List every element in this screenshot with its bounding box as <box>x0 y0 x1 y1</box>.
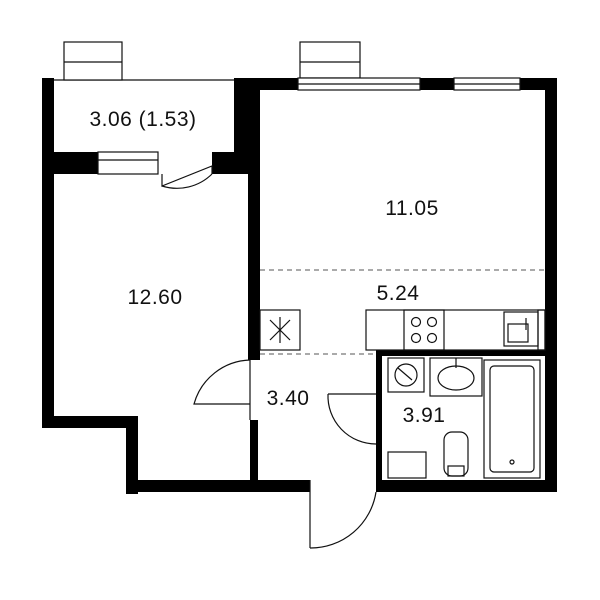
wall-balcony-left <box>42 78 54 174</box>
bath-cabinet <box>387 451 427 479</box>
room-label-living: 11.05 <box>385 197 439 220</box>
room-label-hall: 3.40 <box>267 387 310 410</box>
wall-balcony-bottom-right <box>212 152 260 174</box>
wall-top-c <box>520 78 557 90</box>
walls <box>42 78 557 494</box>
zone-dividers <box>260 269 545 355</box>
room-label-bathroom: 3.91 <box>403 404 446 427</box>
toilet-icon <box>443 431 469 477</box>
stove-icon <box>403 309 445 351</box>
door-swing-icon <box>161 165 377 549</box>
fan-icon <box>259 309 301 351</box>
room-label-balcony: 3.06 (1.53) <box>89 108 196 131</box>
sink-icon <box>503 311 539 347</box>
wall-bath-left <box>376 350 382 480</box>
wall-bath-top <box>376 350 545 356</box>
bathtub-icon <box>483 359 541 479</box>
wall-step <box>126 416 138 494</box>
kitchen-counter <box>365 309 546 351</box>
wall-right <box>545 78 557 492</box>
washing-machine-icon <box>387 357 425 393</box>
wall-bottom-right <box>376 480 557 492</box>
wall-balcony-bottom-left <box>42 152 98 174</box>
window-icon <box>63 41 521 175</box>
wall-bottom-mid <box>126 480 310 492</box>
wall-bedroom-living <box>248 90 260 360</box>
wall-bottom-left <box>42 416 138 428</box>
wall-hall-left <box>250 420 258 480</box>
room-label-bedroom: 12.60 <box>127 286 182 309</box>
room-label-kitchen: 5.24 <box>377 282 420 305</box>
sink-icon <box>429 357 483 397</box>
wall-top-b <box>420 78 454 90</box>
